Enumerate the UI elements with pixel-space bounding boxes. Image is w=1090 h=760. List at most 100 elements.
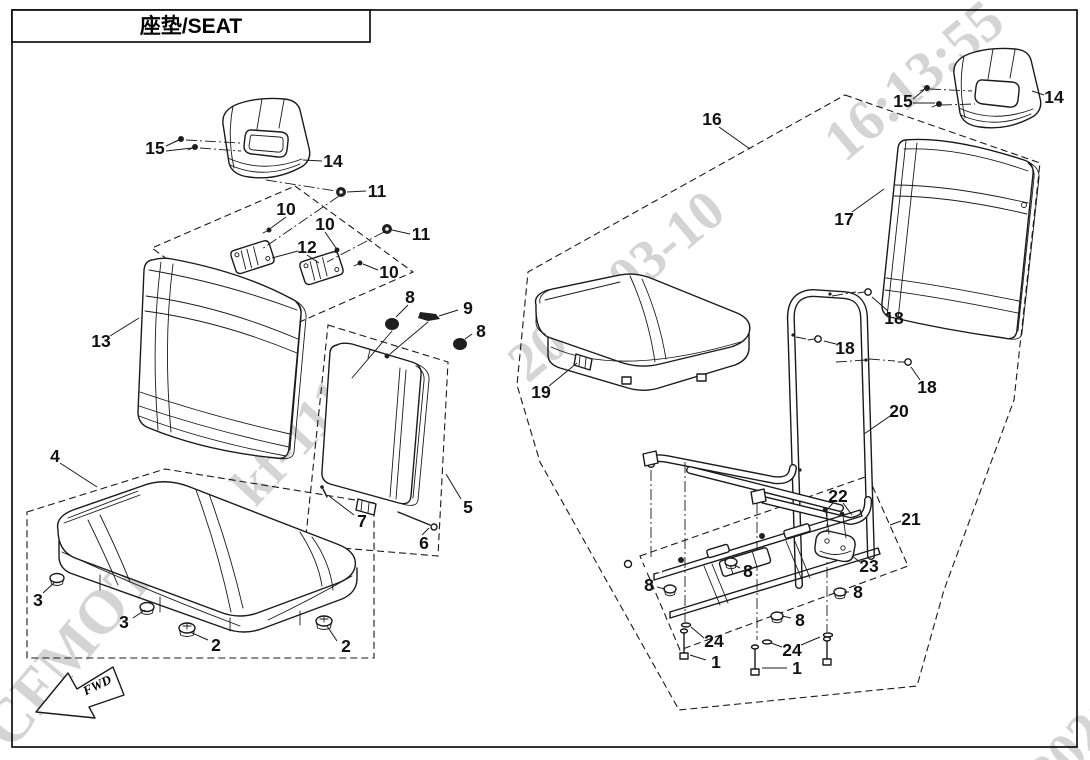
page-border	[11, 9, 1078, 748]
callout-leader-8	[395, 304, 409, 318]
part-callout-9-10: 9	[463, 298, 473, 318]
hinge-bracket-a	[230, 240, 275, 275]
callout-leader-9	[438, 309, 459, 317]
cushion-bumpers	[49, 572, 333, 637]
part-callout-15-21: 15	[893, 91, 913, 111]
part-callout-8-33: 8	[743, 561, 753, 581]
callout-leader-3	[42, 581, 56, 594]
part-callout-1-38: 1	[711, 652, 721, 672]
part-callout-6-14: 6	[419, 533, 429, 553]
seat-backrest-left	[137, 257, 307, 460]
callout-leader-10	[362, 263, 379, 271]
bolt-1a	[679, 628, 689, 660]
callout-leader-23	[851, 555, 861, 563]
part-callout-8-35: 8	[795, 610, 805, 630]
callout-leader-17	[851, 188, 885, 213]
part-callout-19-27: 19	[531, 382, 551, 402]
part-callout-10-7: 10	[379, 262, 399, 282]
callout-leader-18	[871, 296, 889, 312]
part-callout-14-1: 14	[323, 151, 343, 171]
right-headrest	[953, 47, 1042, 129]
part-callout-21-30: 21	[901, 509, 921, 529]
seat-cushion-left	[56, 481, 358, 633]
bolt-1b	[750, 644, 760, 676]
callout-leader-8	[781, 615, 792, 619]
part-callout-18-24: 18	[884, 308, 904, 328]
part-callout-18-25: 18	[835, 338, 855, 358]
part-callout-2-18: 2	[211, 635, 221, 655]
part-callout-15-0: 15	[145, 138, 165, 158]
callout-leader-18	[910, 366, 921, 381]
grommets-and-latch	[351, 312, 467, 379]
part-callout-8-11: 8	[476, 321, 486, 341]
mount-nuts	[261, 179, 392, 263]
callout-leader-1	[689, 654, 707, 661]
part-callout-23-31: 23	[859, 556, 879, 576]
backrest-panel	[320, 342, 438, 531]
part-callout-12-5: 12	[297, 237, 317, 257]
callout-leader-11	[391, 229, 411, 235]
watermark-text-4: 2021	[1016, 681, 1090, 760]
callout-leader-15	[912, 89, 925, 100]
callout-leader-8	[464, 333, 473, 340]
part-callout-10-4: 10	[315, 214, 335, 234]
callout-leader-8	[733, 564, 741, 569]
part-callout-3-17: 3	[119, 612, 129, 632]
part-callout-17-23: 17	[834, 209, 853, 229]
callout-leader-2	[326, 625, 338, 642]
part-callout-5-15: 5	[463, 497, 473, 517]
frame-bolts	[795, 288, 912, 366]
page-title: 座垫/SEAT	[140, 14, 242, 38]
callout-leader-11	[346, 190, 367, 193]
part-callout-11-2: 11	[368, 181, 387, 201]
callout-leader-21	[889, 520, 902, 526]
part-callout-11-6: 11	[412, 224, 431, 244]
part-callout-20-28: 20	[889, 401, 909, 421]
callout-leader-18	[823, 340, 837, 345]
callout-leader-2	[189, 631, 209, 641]
callout-leader-4	[59, 462, 98, 488]
seat-backrest-right	[881, 138, 1040, 340]
callout-leader-14	[302, 159, 323, 162]
callout-leader-5	[445, 473, 462, 500]
left-headrest	[222, 97, 311, 179]
part-callout-1-39: 1	[792, 658, 802, 678]
callout-leader-12	[306, 254, 320, 264]
callout-leader-24	[800, 636, 821, 646]
callout-leader-10	[324, 231, 337, 249]
part-callout-7-13: 7	[357, 511, 367, 531]
callout-leader-3	[132, 609, 146, 619]
callout-leader-19	[548, 362, 578, 387]
callout-leader-10	[270, 216, 287, 229]
part-callout-4-12: 4	[50, 446, 60, 466]
callout-leader-22	[825, 502, 834, 512]
callout-leader-6	[421, 527, 430, 536]
part-callout-8-32: 8	[644, 575, 654, 595]
callout-leader-14	[1031, 90, 1045, 96]
callout-leader-24	[770, 642, 783, 648]
callout-leader-15	[165, 139, 180, 147]
latch-bracket	[814, 507, 856, 563]
title-box	[11, 9, 371, 43]
callout-leader-8	[656, 586, 666, 590]
callout-leader-16	[718, 126, 751, 150]
callout-leader-20	[863, 415, 891, 435]
callout-leader-13	[109, 317, 140, 337]
seat-cushion-right	[534, 273, 751, 391]
callout-leader-22	[842, 502, 853, 516]
washers-and-bolts	[679, 622, 834, 676]
part-callout-3-16: 3	[33, 590, 43, 610]
seat-frame	[642, 289, 875, 589]
part-callout-10-3: 10	[276, 199, 296, 219]
right-headrest-screws	[919, 85, 976, 108]
part-callout-24-36: 24	[704, 631, 724, 651]
part-callout-16-20: 16	[702, 109, 722, 129]
bolt-1c	[822, 636, 832, 666]
callout-leader-24	[690, 626, 705, 639]
part-callout-18-26: 18	[917, 377, 937, 397]
rail-bumpers	[663, 557, 847, 624]
callout-leader-12	[271, 250, 299, 259]
part-callout-22-29: 22	[828, 486, 848, 506]
